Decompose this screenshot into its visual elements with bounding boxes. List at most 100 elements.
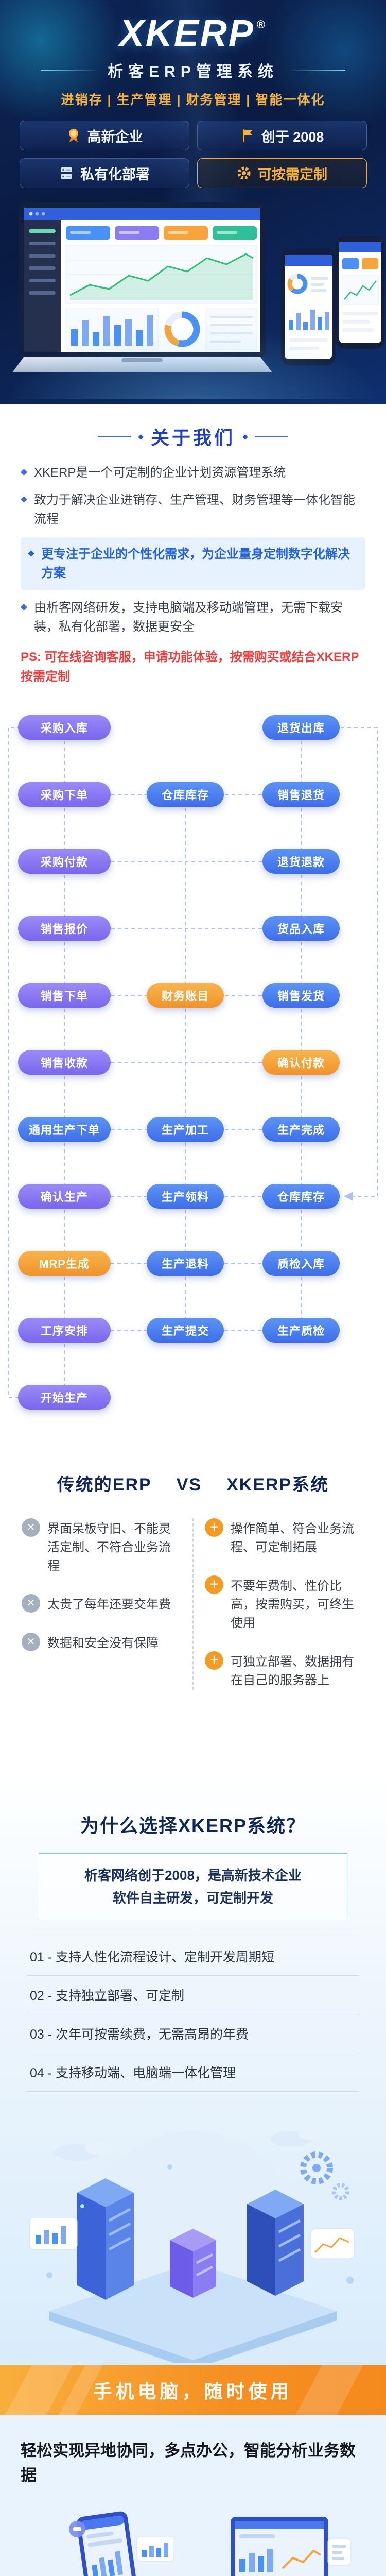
flow-node: 开始生产 xyxy=(18,1384,111,1410)
clients-section: 轻松实现异地协同，多点办公，智能分析业务数据 xyxy=(0,2415,386,2576)
gear-icon xyxy=(237,166,251,180)
comparison-title-vs: VS xyxy=(176,1475,202,1495)
medal-icon xyxy=(68,129,78,142)
cross-icon: ✕ xyxy=(22,1518,40,1537)
comparison-text: 数据和安全没有保障 xyxy=(47,1636,159,1650)
flow-node: 生产提交 xyxy=(147,1317,224,1343)
about-highlight: 更专注于企业的个性化需求，为企业量身定制数字化解决方案 xyxy=(21,537,365,590)
hero-subtitle-row: 析客ERP管理系统 xyxy=(0,59,386,81)
flow-node: 生产完成 xyxy=(262,1116,340,1142)
flow-node: 销售发货 xyxy=(262,982,340,1008)
plus-icon: ＋ xyxy=(205,1518,223,1537)
registered-mark: ® xyxy=(256,18,267,31)
divider-line xyxy=(41,70,99,71)
about-paragraph: 由析客网络研发，支持电脑端及移动端管理，无需下载安装，私有化部署，数据更安全 xyxy=(21,598,365,636)
divider-line xyxy=(255,435,288,437)
cross-icon: ✕ xyxy=(22,1632,40,1651)
brand-logo: XKERP® xyxy=(0,12,386,55)
badge-hightech: 高新企业 xyxy=(19,121,189,150)
comparison-text: 操作简单、符合业务流程、可定制拓展 xyxy=(231,1521,354,1554)
flow-node: 生产加工 xyxy=(147,1116,224,1142)
why-list-item: 02 - 支持独立部署、可定制 xyxy=(27,1976,359,2015)
flow-node: 退货退款 xyxy=(262,849,340,874)
why-list-item: 03 - 次年可按需续费，无需高昂的年费 xyxy=(27,2014,359,2054)
comparison-text: 可独立部署、数据拥有在自己的服务器上 xyxy=(231,1654,354,1687)
flow-node: 质检入库 xyxy=(262,1250,340,1276)
badge-label: 高新企业 xyxy=(87,129,143,145)
badge-label: 可按需定制 xyxy=(258,166,327,182)
comparison-title: 传统的ERP VS XKERP系统 xyxy=(20,1470,366,1496)
flow-node: 财务账目 xyxy=(147,982,224,1008)
diamond-icon: ◆ xyxy=(138,432,144,440)
badge-private-deploy: 私有化部署 xyxy=(19,158,189,188)
about-title-row: ◆ 关于我们 ◆ xyxy=(21,423,365,450)
about-section: ◆ 关于我们 ◆ XKERP是一个可定制的企业计划资源管理系统 致力于解决企业进… xyxy=(0,404,386,691)
banner-stripe-decoration xyxy=(293,2365,366,2415)
about-title: 关于我们 xyxy=(150,427,235,448)
why-list-item: 04 - 支持移动端、电脑端一体化管理 xyxy=(27,2053,359,2092)
isometric-servers-illustration xyxy=(29,2130,355,2370)
flow-node: 工序安排 xyxy=(18,1317,111,1343)
comparison-section: 传统的ERP VS XKERP系统 ✕ 界面呆板守旧、不能灵活定制、不符合业务流… xyxy=(0,1440,386,1778)
flow-node: 生产领料 xyxy=(147,1183,224,1209)
flow-node: 仓库库存 xyxy=(262,1183,340,1209)
why-list: 01 - 支持人性化流程设计、定制开发周期短 02 - 支持独立部署、可定制 0… xyxy=(27,1937,359,2092)
clients-heading: 轻松实现异地协同，多点办公，智能分析业务数据 xyxy=(21,2442,356,2485)
divider-line xyxy=(98,435,131,437)
comparison-text: 界面呆板守旧、不能灵活定制、不符合业务流程 xyxy=(47,1521,171,1573)
flow-node: 销售退货 xyxy=(262,782,340,807)
flow-node: 生产质检 xyxy=(262,1317,340,1343)
product-mockups xyxy=(0,195,386,399)
comparison-left-column: ✕ 界面呆板守旧、不能灵活定制、不符合业务流程 ✕ 太贵了每年还要交年费 ✕ 数… xyxy=(20,1518,183,1690)
phone-client-illustration xyxy=(68,2511,174,2576)
about-paragraph: XKERP是一个可定制的企业计划资源管理系统 xyxy=(21,463,365,482)
comparison-item: ✕ 太贵了每年还要交年费 xyxy=(22,1594,181,1614)
flow-node: 采购入库 xyxy=(18,715,111,740)
pc-web-illustration xyxy=(230,2517,350,2576)
server-icon xyxy=(61,167,72,179)
flow-node: 确认生产 xyxy=(18,1183,111,1209)
flow-node: 采购付款 xyxy=(18,849,111,874)
phone-mockup-donut xyxy=(281,249,336,365)
badge-customizable: 可按需定制 xyxy=(197,158,367,188)
flow-node: 退货出库 xyxy=(262,715,340,740)
flow-node: 确认付款 xyxy=(262,1049,340,1075)
why-choose-section: 为什么选择XKERP系统？ 析客网络创于2008，是高新技术企业 软件自主研发，… xyxy=(0,1777,386,2370)
ps-note: PS: 可在线咨询客服，申请功能体验，按需购买或结合XKERP按需定制 xyxy=(21,650,359,684)
why-intro-line2: 软件自主研发，可定制开发 xyxy=(112,1890,273,1906)
why-list-item: 01 - 支持人性化流程设计、定制开发周期短 xyxy=(27,1937,359,1976)
plus-icon: ＋ xyxy=(205,1575,223,1594)
flowchart-section: 采购入库 退货出库 采购下单 仓库库存 销售退货 采购付款 退货退款 销售报价 … xyxy=(0,691,386,1440)
client-cards: 手机客户端 业务员手机随时随地开单、轻松管理客户，销售分析一目了然 xyxy=(21,2502,365,2576)
about-paragraph: 致力于解决企业进销存、生产管理、财务管理等一体化智能流程 xyxy=(21,490,365,529)
flowchart: 采购入库 退货出库 采购下单 仓库库存 销售退货 采购付款 退货退款 销售报价 … xyxy=(0,697,386,1433)
why-intro-line1: 析客网络创于2008，是高新技术企业 xyxy=(84,1867,302,1883)
badge-founded: 创于 2008 xyxy=(197,121,367,150)
flow-node: 采购下单 xyxy=(18,782,111,807)
flow-node: MRP生成 xyxy=(18,1250,111,1276)
comparison-title-right: XKERP系统 xyxy=(226,1475,329,1495)
laptop-dashboard-mockup xyxy=(12,202,272,372)
comparison-item: ✕ 数据和安全没有保障 xyxy=(22,1632,181,1653)
why-title: 为什么选择XKERP系统？ xyxy=(80,1815,306,1836)
brand-logo-text: XKERP xyxy=(119,13,255,54)
comparison-item: ＋ 不要年费制、性价比高，按需购买，可终生使用 xyxy=(205,1575,364,1633)
flag-icon xyxy=(242,129,253,142)
badge-label: 创于 2008 xyxy=(261,129,324,145)
flow-node: 销售收款 xyxy=(18,1049,111,1075)
badge-label: 私有化部署 xyxy=(80,166,150,182)
plus-icon: ＋ xyxy=(205,1651,223,1670)
comparison-text: 不要年费制、性价比高，按需购买，可终生使用 xyxy=(231,1579,354,1630)
comparison-text: 太贵了每年还要交年费 xyxy=(47,1597,171,1612)
flow-node: 销售报价 xyxy=(18,916,111,941)
comparison-right-column: ＋ 操作简单、符合业务流程、可定制拓展 ＋ 不要年费制、性价比高，按需购买，可终… xyxy=(203,1518,366,1690)
comparison-grid: ✕ 界面呆板守旧、不能灵活定制、不符合业务流程 ✕ 太贵了每年还要交年费 ✕ 数… xyxy=(20,1518,366,1690)
cross-icon: ✕ xyxy=(22,1594,40,1613)
comparison-item: ✕ 界面呆板守旧、不能灵活定制、不符合业务流程 xyxy=(22,1518,181,1575)
mobile-pc-banner: 手机电脑，随时使用 xyxy=(0,2365,386,2415)
comparison-item: ＋ 可独立部署、数据拥有在自己的服务器上 xyxy=(205,1651,364,1690)
flow-node: 生产退料 xyxy=(147,1250,224,1276)
flow-node: 通用生产下单 xyxy=(18,1116,111,1142)
flow-node: 仓库库存 xyxy=(147,782,224,807)
feature-badges: 高新企业 创于 2008 私有化部署 xyxy=(0,121,386,188)
